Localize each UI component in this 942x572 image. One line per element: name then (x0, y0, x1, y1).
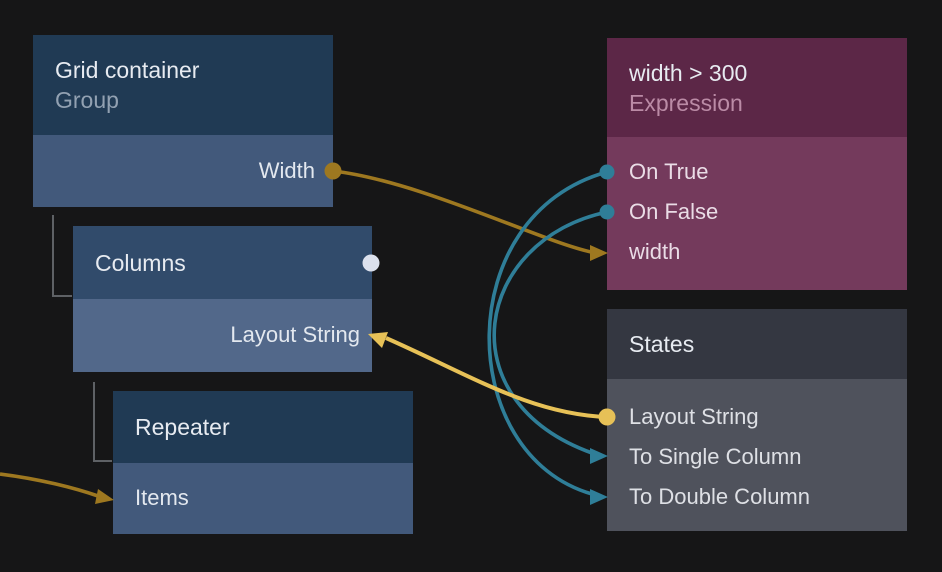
port-row-layout-string-output[interactable]: Layout String (607, 397, 907, 437)
node-title: Columns (95, 249, 186, 276)
port-label: On False (629, 199, 719, 224)
node-header: States (607, 309, 907, 379)
node-header: width > 300 Expression (607, 38, 907, 137)
node-header: Columns (73, 226, 372, 299)
port-row-width-output[interactable]: Width (33, 151, 333, 191)
node-subtitle: Expression (629, 89, 743, 116)
port-row-width-input[interactable]: width (607, 232, 907, 272)
node-expression[interactable]: width > 300 Expression On True On False … (607, 38, 907, 290)
port-row-on-true-output[interactable]: On True (607, 152, 907, 192)
node-repeater[interactable]: Repeater Items (113, 391, 413, 534)
arrowhead-width-input (590, 245, 608, 261)
node-subtitle: Group (55, 87, 119, 113)
port-row-items-input[interactable]: Items (113, 478, 413, 518)
wire-offscreen-to-items[interactable] (0, 472, 99, 498)
node-title: Repeater (135, 414, 230, 440)
wire-states-to-columns-layout-string[interactable] (385, 336, 608, 419)
port-label: Items (135, 485, 189, 510)
arrowhead-to-double-column (590, 489, 608, 505)
tree-connector-columns-to-repeater (93, 382, 112, 462)
arrowhead-items-input (95, 489, 114, 504)
node-header: Repeater (113, 391, 413, 463)
port-label: To Double Column (629, 484, 810, 509)
port-label: Width (258, 158, 315, 183)
port-label: width (629, 239, 681, 264)
port-row-on-false-output[interactable]: On False (607, 192, 907, 232)
wire-on-false-to-single-column[interactable] (492, 210, 608, 455)
port-row-to-double-column-input[interactable]: To Double Column (607, 477, 907, 517)
port-label: To Single Column (629, 444, 802, 469)
node-grid-container[interactable]: Grid container Group Width (33, 35, 333, 207)
node-title: States (629, 331, 695, 357)
node-title: Grid container (55, 57, 200, 83)
port-label: Layout String (629, 404, 759, 429)
port-row-layout-string-input[interactable]: Layout String (73, 315, 372, 355)
tree-connector-grid-to-columns (52, 215, 72, 297)
node-header: Grid container Group (33, 35, 333, 135)
port-label: Layout String (230, 322, 360, 347)
port-label: On True (629, 159, 709, 184)
node-columns[interactable]: Columns Layout String (73, 226, 372, 372)
wire-on-true-to-double-column[interactable] (487, 170, 608, 496)
arrowhead-to-single-column (590, 448, 608, 464)
node-title: width > 300 (629, 59, 748, 86)
port-row-to-single-column-input[interactable]: To Single Column (607, 437, 907, 477)
node-states[interactable]: States Layout String To Single Column To… (607, 309, 907, 531)
